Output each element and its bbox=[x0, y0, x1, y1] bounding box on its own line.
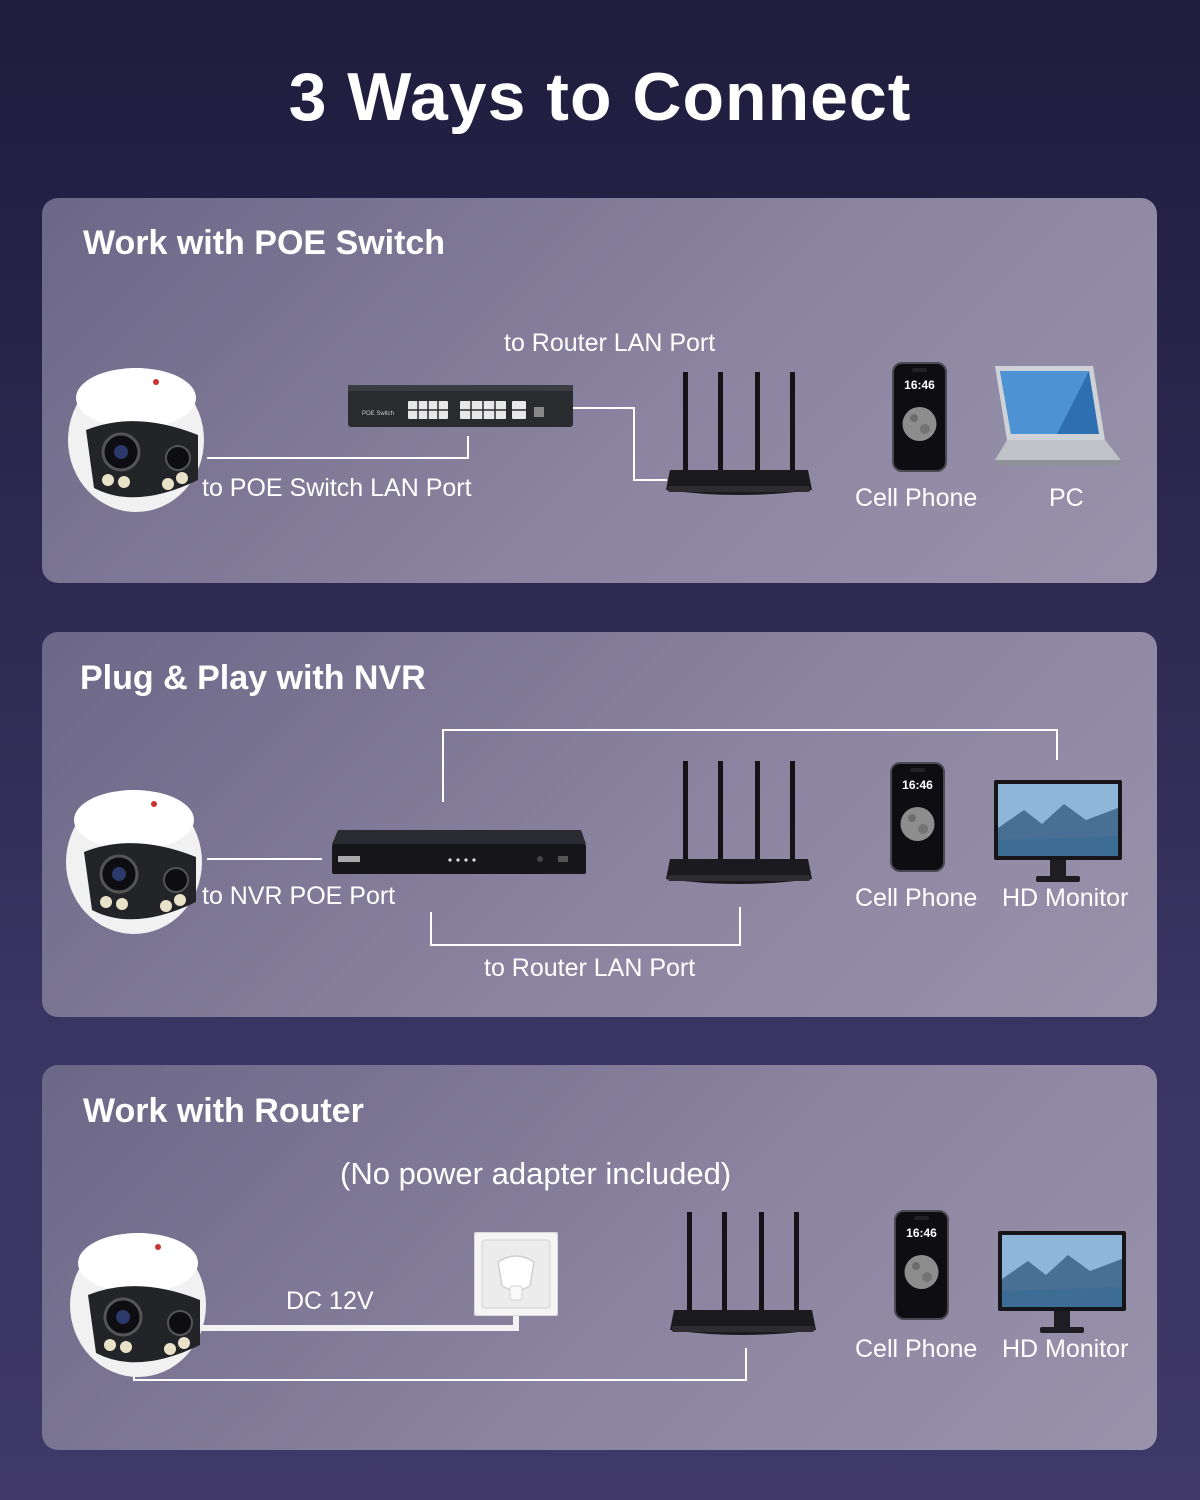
hd-monitor-icon bbox=[994, 780, 1122, 882]
cell-phone-icon: 16:46 bbox=[894, 1210, 949, 1320]
connection-lines bbox=[207, 729, 1058, 946]
panel-title: Work with Router bbox=[83, 1092, 364, 1130]
cell-phone-icon: 16:46 bbox=[890, 762, 945, 872]
switch-label: POE Switch bbox=[362, 411, 394, 417]
label-no-power-adapter: (No power adapter included) bbox=[340, 1156, 732, 1191]
label-cell-phone: Cell Phone bbox=[855, 484, 978, 512]
cell-phone-icon: 16:46 bbox=[892, 362, 947, 472]
nvr-recorder-icon bbox=[332, 830, 586, 874]
router-icon bbox=[666, 761, 812, 884]
panel-title: Plug & Play with NVR bbox=[80, 659, 426, 697]
label-cell-phone: Cell Phone bbox=[855, 884, 978, 912]
hd-monitor-icon bbox=[998, 1231, 1126, 1333]
poe-switch-icon: POE Switch bbox=[348, 385, 573, 427]
label-hd-monitor: HD Monitor bbox=[1002, 1335, 1129, 1363]
panel-poe-switch: Work with POE Switch POE Switch bbox=[42, 198, 1157, 583]
dome-camera-icon bbox=[68, 368, 204, 512]
router-icon bbox=[666, 372, 812, 495]
panel-nvr: Plug & Play with NVR bbox=[42, 632, 1157, 1017]
label-nvr-poe-port: to NVR POE Port bbox=[202, 882, 396, 910]
label-hd-monitor: HD Monitor bbox=[1002, 884, 1129, 912]
pc-laptop-icon bbox=[995, 366, 1121, 466]
dome-camera-icon bbox=[70, 1233, 206, 1377]
dome-camera-icon bbox=[66, 790, 202, 934]
phone-time: 16:46 bbox=[904, 378, 935, 392]
connection-lines bbox=[133, 1294, 747, 1381]
label-pc: PC bbox=[1049, 484, 1084, 512]
label-router-lan-port: to Router LAN Port bbox=[484, 954, 696, 982]
phone-time: 16:46 bbox=[906, 1226, 937, 1240]
label-cell-phone: Cell Phone bbox=[855, 1335, 978, 1363]
connection-lines bbox=[207, 407, 667, 481]
power-outlet-icon bbox=[474, 1232, 558, 1316]
page-title: 3 Ways to Connect bbox=[288, 59, 912, 135]
label-router-lan-port: to Router LAN Port bbox=[504, 329, 716, 357]
phone-time: 16:46 bbox=[902, 778, 933, 792]
label-poe-switch-lan-port: to POE Switch LAN Port bbox=[202, 474, 472, 502]
label-dc-12v: DC 12V bbox=[286, 1287, 374, 1315]
router-icon bbox=[670, 1212, 816, 1335]
panel-title: Work with POE Switch bbox=[83, 224, 446, 262]
panel-router: Work with Router bbox=[42, 1065, 1157, 1450]
